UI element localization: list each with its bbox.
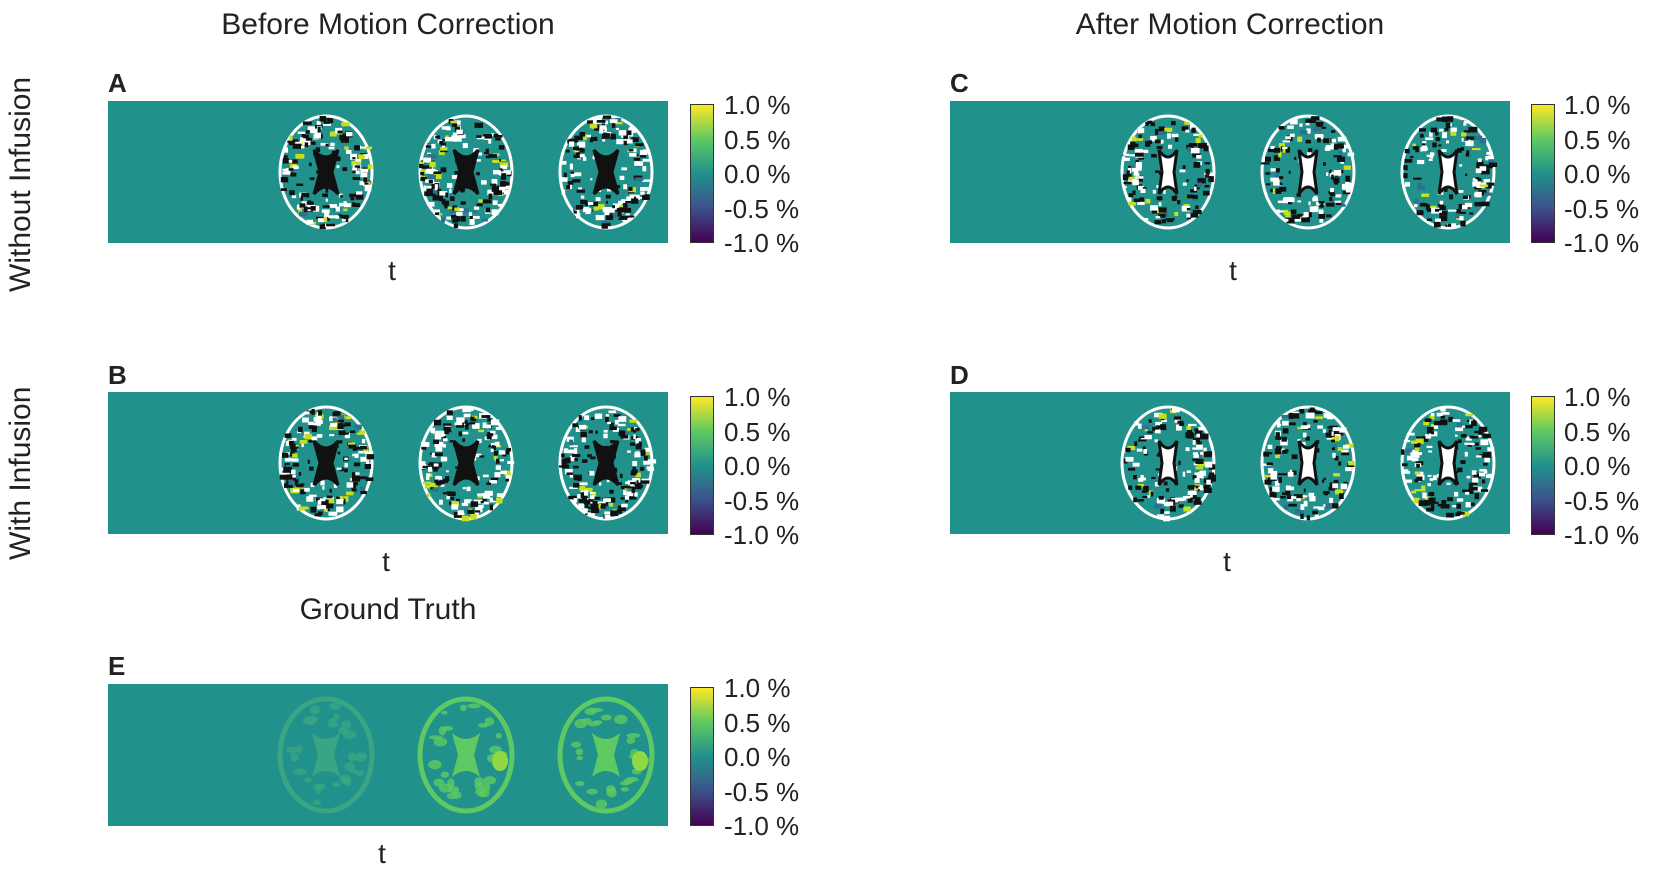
panel-letter-a: A [108, 68, 127, 98]
colorbar-tick-label: 0.0 % [724, 742, 791, 772]
panel-d-image [950, 392, 1510, 534]
panel-a-image [108, 101, 668, 243]
colorbar-tick-label: 0.5 % [724, 124, 791, 155]
panel-c-image [950, 101, 1510, 243]
colorbar-tick-label: 0.0 % [1564, 451, 1631, 481]
colorbar-c [1531, 104, 1555, 243]
colorbar-tick-label: -1.0 % [724, 228, 800, 258]
colorbar-tick-label: -0.5 % [1564, 485, 1640, 516]
brain-slices [139, 405, 657, 522]
colorbar-tick-label: 0.5 % [724, 707, 791, 738]
panel-letter-c: C [950, 68, 969, 98]
colorbar-b [690, 396, 714, 535]
colorbar-tick-label: 0.5 % [1564, 124, 1631, 155]
colorbar-a [690, 104, 714, 243]
colorbar-tick-label: -1.0 % [1564, 228, 1640, 258]
panel-letter-b: B [108, 360, 127, 390]
panel-d-xlabel: t [1223, 546, 1231, 577]
colorbar-tick-label: -0.5 % [724, 485, 800, 516]
colorbar-tick-label: 0.0 % [724, 159, 791, 189]
panel-letter-e: E [108, 651, 126, 681]
colorbar-tick-label: -1.0 % [724, 811, 800, 841]
column-title-ground-truth: Ground Truth [299, 593, 477, 626]
colorbar-tick-label: -1.0 % [724, 520, 800, 550]
colorbar-e [690, 687, 714, 826]
colorbar-tick-label: 1.0 % [724, 673, 791, 703]
colorbar-tick-label: 1.0 % [1564, 90, 1631, 120]
colorbar-tick-label: 0.5 % [1564, 416, 1631, 447]
panel-letter-d: D [950, 360, 969, 390]
colorbar-tick-label: 0.0 % [724, 451, 791, 481]
brain-slices [981, 405, 1496, 522]
colorbar-tick-label: 0.5 % [724, 416, 791, 447]
colorbar-tick-label: 1.0 % [724, 90, 791, 120]
brain-slices [981, 114, 1498, 230]
panel-b-xlabel: t [382, 546, 390, 577]
colorbar-tick-label: -0.5 % [724, 776, 800, 807]
colorbar-tick-label: -0.5 % [724, 193, 800, 224]
colorbar-tick-label: 1.0 % [724, 382, 791, 412]
panel-b-image [108, 392, 668, 534]
row-title-without-infusion: Without Infusion [4, 76, 37, 292]
brain-slices [139, 114, 654, 230]
colorbar-tick-label: -0.5 % [1564, 193, 1640, 224]
panel-e-image [108, 684, 668, 826]
colorbar-d [1531, 396, 1555, 535]
colorbar-tick-label: 0.0 % [1564, 159, 1631, 189]
colorbar-tick-label: -1.0 % [1564, 520, 1640, 550]
panel-e-xlabel: t [378, 838, 386, 869]
panel-a-xlabel: t [388, 255, 396, 286]
brain-slices [139, 696, 655, 814]
column-title-after: After Motion Correction [1075, 8, 1385, 41]
column-title-before: Before Motion Correction [221, 8, 555, 41]
colorbar-tick-label: 1.0 % [1564, 382, 1631, 412]
panel-c-xlabel: t [1229, 255, 1237, 286]
row-title-with-infusion: With Infusion [4, 386, 37, 560]
